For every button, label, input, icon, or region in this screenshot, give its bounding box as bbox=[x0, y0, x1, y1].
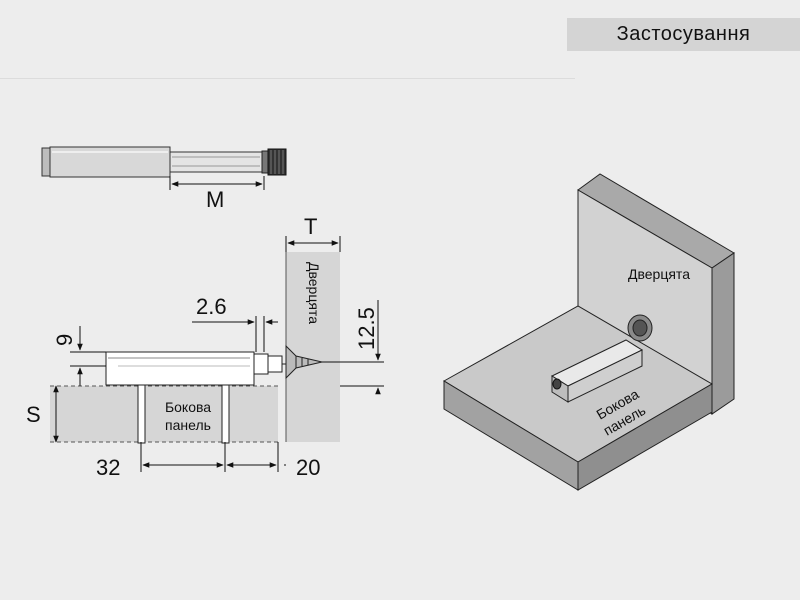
latch-section-body bbox=[105, 344, 323, 444]
dimension-m: M bbox=[169, 176, 265, 212]
dim-t-label: T bbox=[304, 214, 317, 239]
door-3d-label: Дверцята bbox=[628, 266, 690, 282]
side-panel-label-2: панель bbox=[165, 417, 211, 433]
side-panel-label-1: Бокова bbox=[165, 399, 211, 415]
door-section: Дверцята bbox=[285, 252, 340, 442]
page-title: Застосування bbox=[616, 23, 751, 45]
dimension-2-6: 2.6 bbox=[192, 294, 278, 352]
dimension-t: T bbox=[285, 214, 341, 252]
dimension-s: S bbox=[26, 385, 59, 443]
dimension-12-5: 12.5 bbox=[322, 300, 384, 395]
header-bar: Застосування bbox=[567, 18, 800, 51]
corner-3d-view: Дверцята Бокова панель bbox=[443, 173, 735, 491]
dim-9-label: 9 bbox=[52, 334, 77, 346]
dimension-9: 9 bbox=[52, 326, 106, 386]
dim-m-label: M bbox=[206, 187, 224, 212]
dim-s-label: S bbox=[26, 402, 41, 427]
side-panel-section: Бокова панель bbox=[50, 385, 278, 443]
dim-12-5-label: 12.5 bbox=[354, 307, 379, 350]
dimension-32-20: 32 20 bbox=[96, 442, 320, 480]
dim-2-6-label: 2.6 bbox=[196, 294, 227, 319]
dim-32-label: 32 bbox=[96, 455, 120, 480]
latch-side-view bbox=[41, 146, 287, 178]
header-divider bbox=[0, 78, 575, 79]
door-label: Дверцята bbox=[306, 262, 322, 324]
dim-20-label: 20 bbox=[296, 455, 320, 480]
